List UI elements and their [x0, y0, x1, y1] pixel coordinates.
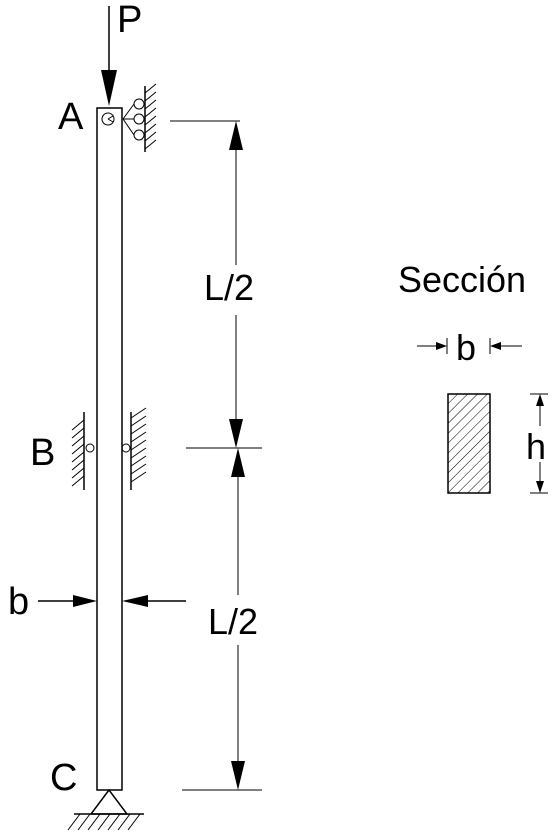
point-a-label: A — [58, 96, 84, 138]
point-b-label: B — [30, 432, 55, 474]
point-c-label: C — [50, 757, 77, 799]
roller-support-a — [122, 83, 157, 152]
column-width-dimension — [38, 595, 186, 607]
upper-span-label: L/2 — [204, 267, 254, 308]
load-label: P — [117, 0, 142, 41]
section-width-label: b — [456, 327, 476, 368]
hinge-a — [101, 112, 115, 126]
lateral-brace-b-left — [71, 412, 95, 490]
section-rectangle — [447, 393, 491, 494]
section-width-dimension — [417, 338, 522, 354]
section-height-dimension — [530, 393, 548, 494]
lower-span-label: L/2 — [208, 601, 258, 642]
pin-support-c — [67, 788, 144, 831]
lateral-brace-b-right — [121, 407, 147, 490]
column-width-label: b — [8, 581, 29, 623]
section-height-label: h — [526, 426, 546, 467]
span-dimension-lines — [170, 120, 262, 791]
column-member — [96, 107, 123, 791]
load-arrow — [101, 6, 117, 106]
section-title: Sección — [398, 259, 526, 300]
